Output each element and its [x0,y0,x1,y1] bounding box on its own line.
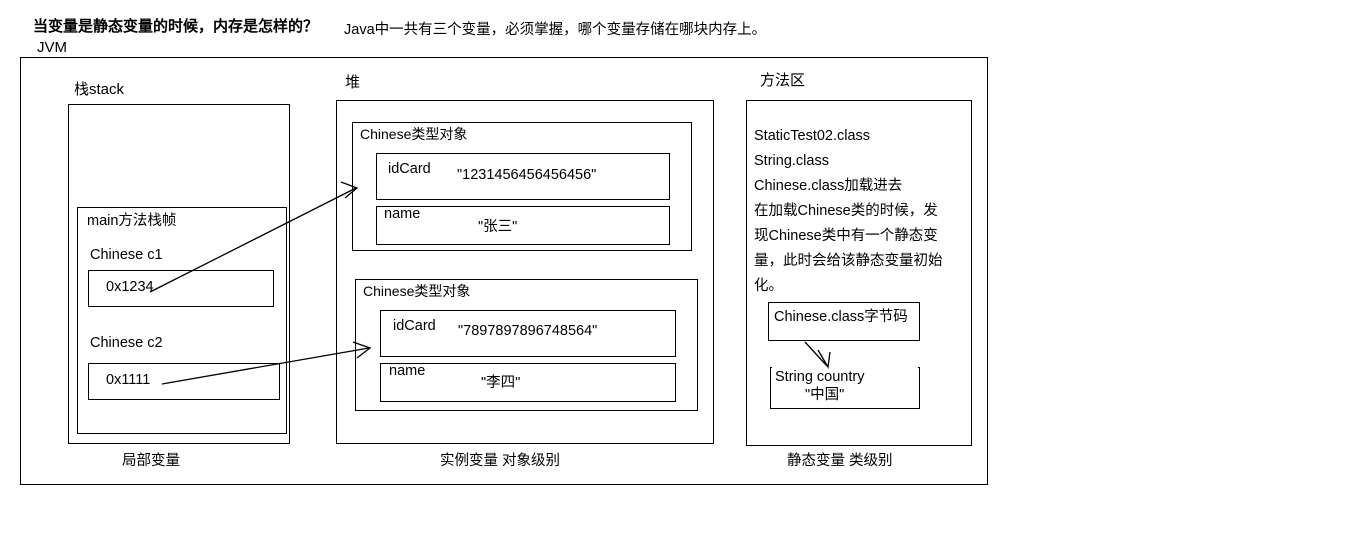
heap-object-2-field-idcard-value: "7897897896748564" [458,323,598,339]
heap-object-1-field-name-name: name [384,206,421,222]
method-area-line: Chinese.class加载进去 [754,178,903,194]
page-title: 当变量是静态变量的时候，内存是怎样的？ [33,18,319,35]
heap-object-2-title: Chinese类型对象 [363,283,471,299]
caption-instance-variable: 实例变量 对象级别 [440,453,561,469]
jvm-label: JVM [37,39,67,56]
variable-declaration-c2: Chinese c2 [90,335,163,351]
heap-object-1-title: Chinese类型对象 [360,126,468,142]
variable-declaration-c1: Chinese c1 [90,247,163,263]
page-note: Java中一共有三个变量，必须掌握，哪个变量存储在哪块内存上。 [344,22,767,38]
stack-region-label: 栈stack [74,81,125,98]
static-variable-clip-mask [772,362,918,368]
caption-static-variable: 静态变量 类级别 [787,453,893,469]
main-frame-label: main方法栈帧 [87,213,177,229]
heap-object-2-field-idcard-box [380,310,676,357]
jvm-container [20,57,988,485]
heap-object-2-field-idcard-name: idCard [393,318,436,334]
heap-region-label: 堆 [345,74,361,91]
caption-local-variable: 局部变量 [122,453,180,469]
method-area-line: 在加载Chinese类的时候，发 [754,203,938,219]
static-variable-value: "中国" [805,387,845,403]
variable-value-c1: 0x1234 [106,279,154,295]
method-area-container [746,100,972,446]
heap-object-2-field-name-name: name [389,363,426,379]
heap-object-1-field-name-box [376,206,670,245]
variable-value-c2: 0x1111 [106,372,151,388]
heap-object-2-field-name-value: "李四" [481,375,521,391]
static-variable-declaration: String country [775,369,865,385]
heap-object-1-field-name-value: "张三" [478,219,518,235]
bytecode-label: Chinese.class字节码 [774,309,908,325]
bytecode-box [768,302,920,341]
heap-object-2-field-name-box [380,363,676,402]
method-area-line: String.class [754,153,829,169]
method-area-line: StaticTest02.class [754,128,871,144]
method-area-line: 现Chinese类中有一个静态变 [754,228,938,244]
method-area-region-label: 方法区 [760,72,806,89]
heap-object-1-field-idcard-name: idCard [388,161,431,177]
heap-object-1-field-idcard-box [376,153,670,200]
method-area-line: 化。 [754,278,783,294]
heap-object-1-field-idcard-value: "1231456456456456" [457,167,597,183]
method-area-line: 量，此时会给该静态变量初始 [754,253,943,269]
method-area-text: StaticTest02.class String.class Chinese.… [754,124,954,299]
